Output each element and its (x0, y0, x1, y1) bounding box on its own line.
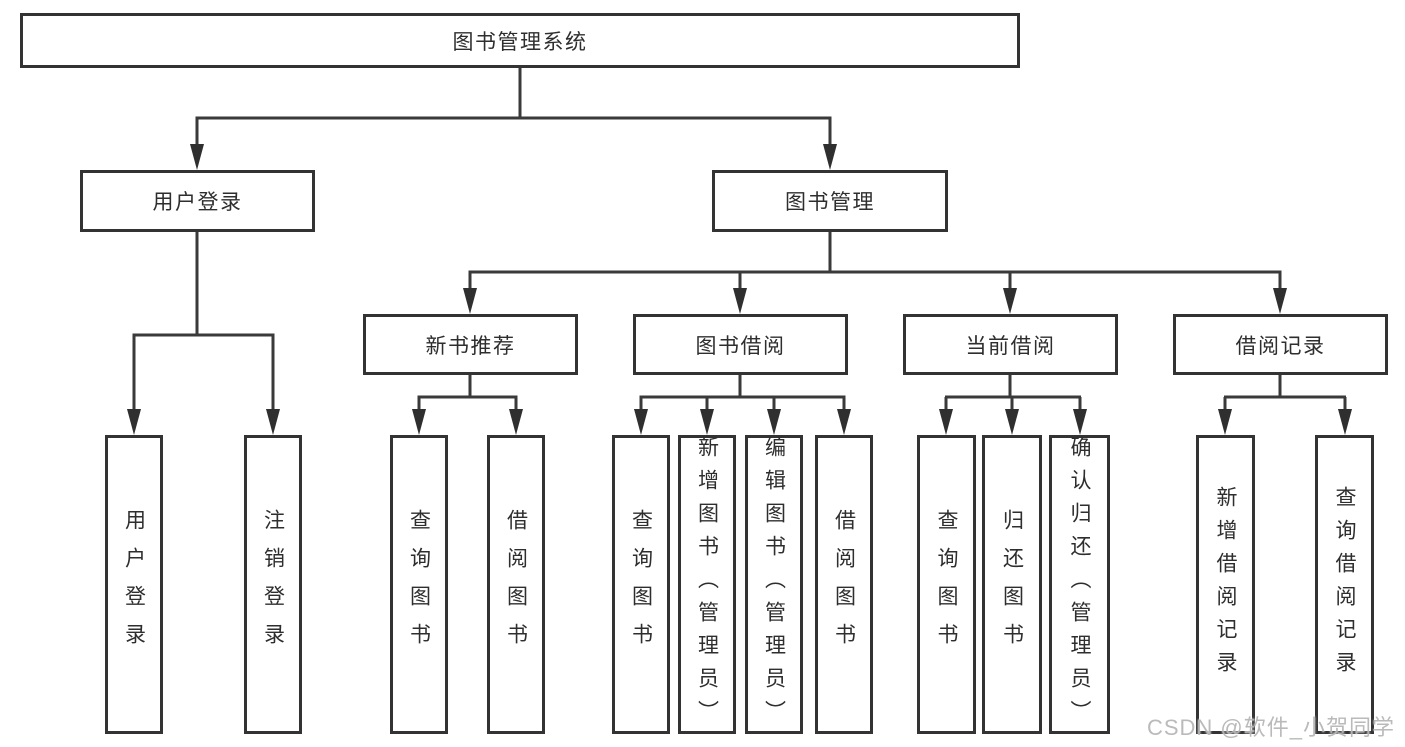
node-borrowing-records: 借阅记录 (1173, 314, 1388, 375)
leaf-query-borrow-record: 查询借阅记录 (1315, 435, 1374, 734)
leaf-logout: 注销登录 (244, 435, 302, 734)
leaf-user-login: 用户登录 (105, 435, 163, 734)
leaf-edit-books-admin: 编辑图书（管理员） (745, 435, 803, 734)
node-book-borrowing: 图书借阅 (633, 314, 848, 375)
leaf-return-books: 归还图书 (982, 435, 1042, 734)
node-new-book-recommend: 新书推荐 (363, 314, 578, 375)
leaf-query-books-current: 查询图书 (917, 435, 976, 734)
node-root-system: 图书管理系统 (20, 13, 1020, 68)
leaf-borrow-books-recommend: 借阅图书 (487, 435, 545, 734)
leaf-add-books-admin: 新增图书（管理员） (678, 435, 736, 734)
node-current-borrowing: 当前借阅 (903, 314, 1118, 375)
node-user-login: 用户登录 (80, 170, 315, 232)
node-book-management: 图书管理 (712, 170, 948, 232)
leaf-query-books-borrowing: 查询图书 (612, 435, 670, 734)
leaf-add-borrow-record: 新增借阅记录 (1196, 435, 1255, 734)
leaf-query-books-recommend: 查询图书 (390, 435, 448, 734)
leaf-borrow-books: 借阅图书 (815, 435, 873, 734)
leaf-confirm-return-admin: 确认归还（管理员） (1049, 435, 1110, 734)
csdn-watermark: CSDN @软件_小贺同学 (1146, 715, 1395, 740)
